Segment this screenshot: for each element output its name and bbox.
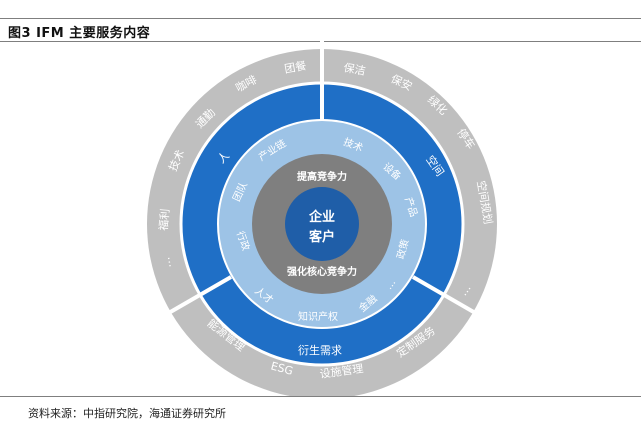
bottom-rule xyxy=(0,396,641,397)
center-circle xyxy=(285,187,359,261)
outer-left-ellipsis: … xyxy=(159,256,174,269)
blue-ring-items: 人 空间 衍生需求 xyxy=(215,149,447,357)
separator-right xyxy=(411,275,486,320)
outer-right-cleaning: 保洁 xyxy=(343,60,367,78)
source-note: 资料来源：中指研究院，海通证券研究所 xyxy=(28,407,226,420)
ring-edge-inner xyxy=(217,119,427,329)
service-ring-diagram: 企业 客户 提高竞争力 强化核心竞争力 团队 产业链 技术 设备 产品 政策 金… xyxy=(147,38,497,396)
outer-bottom-facility: 设施管理 xyxy=(319,361,365,381)
ring-separators xyxy=(158,38,486,320)
center-line1: 企业 xyxy=(308,209,335,225)
inner-item-ip: 知识产权 xyxy=(298,310,338,323)
outer-bottom-esg: ESG xyxy=(269,359,294,377)
middle-bottom-label: 强化核心竞争力 xyxy=(287,265,357,278)
outer-left-welfare: 福利 xyxy=(156,208,172,231)
blue-item-derived-demand: 衍生需求 xyxy=(298,343,342,357)
separator-left xyxy=(158,275,233,320)
ring-edge-outer xyxy=(179,81,465,367)
outer-left-group-meal: 团餐 xyxy=(283,58,307,76)
center-line2: 客户 xyxy=(309,229,335,245)
figure-title: 图3 IFM 主要服务内容 xyxy=(8,26,151,41)
middle-top-label: 提高竞争力 xyxy=(297,170,347,183)
